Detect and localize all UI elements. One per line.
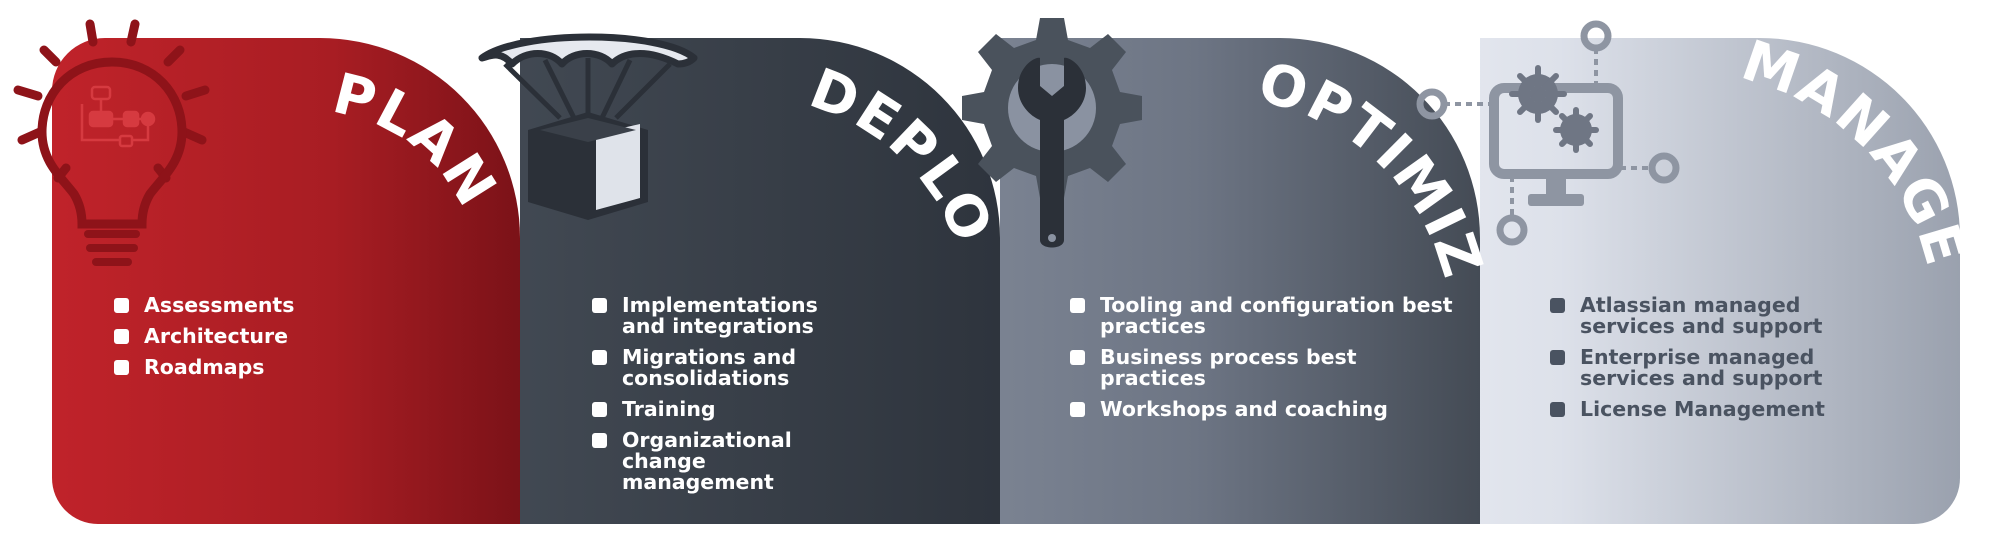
list-item: Business process best practices <box>1070 347 1460 389</box>
bullet-icon <box>114 329 129 344</box>
bullet-icon <box>1550 402 1565 417</box>
bullet-icon <box>114 360 129 375</box>
bullet-icon <box>1550 350 1565 365</box>
plan-panel <box>52 38 520 524</box>
monitor-gears-icon <box>1416 20 1680 246</box>
list-item: Atlassian managed services and support <box>1550 295 1840 337</box>
bullet-icon <box>592 433 607 448</box>
plan-title: PLAN <box>327 61 509 218</box>
bullet-icon <box>592 350 607 365</box>
list-item: Organizational change management <box>592 430 852 493</box>
parachute-box-icon <box>478 33 698 220</box>
bullet-icon <box>592 402 607 417</box>
list-item: Training <box>592 399 852 420</box>
bullet-icon <box>1070 350 1085 365</box>
list-item: Enterprise managed services and support <box>1550 347 1840 389</box>
manage-title: MANAGE <box>1734 28 1978 274</box>
bullet-icon <box>114 298 129 313</box>
deploy-title: DEPLOY <box>0 0 1005 252</box>
optimize-list: Tooling and configuration best practices… <box>1070 295 1460 430</box>
list-item: Tooling and configuration best practices <box>1070 295 1460 337</box>
plan-list: Assessments Architecture Roadmaps <box>114 295 434 388</box>
optimize-title: OPTIMIZE <box>0 0 1495 286</box>
deploy-list: Implementations and integrations Migrati… <box>592 295 852 503</box>
list-item: Architecture <box>114 326 434 347</box>
manage-panel <box>1160 38 1960 524</box>
manage-list: Atlassian managed services and support E… <box>1550 295 1840 430</box>
list-item: Workshops and coaching <box>1070 399 1460 420</box>
bullet-icon <box>592 298 607 313</box>
list-item: License Management <box>1550 399 1840 420</box>
optimize-panel <box>770 38 1480 524</box>
list-item: Migrations and consolidations <box>592 347 852 389</box>
gear-wrench-icon <box>962 18 1142 248</box>
deploy-panel <box>300 38 1000 524</box>
list-item: Assessments <box>114 295 434 316</box>
list-item: Roadmaps <box>114 357 434 378</box>
list-item: Implementations and integrations <box>592 295 852 337</box>
bullet-icon <box>1070 298 1085 313</box>
lightbulb-icon <box>13 19 210 266</box>
bullet-icon <box>1070 402 1085 417</box>
bullet-icon <box>1550 298 1565 313</box>
